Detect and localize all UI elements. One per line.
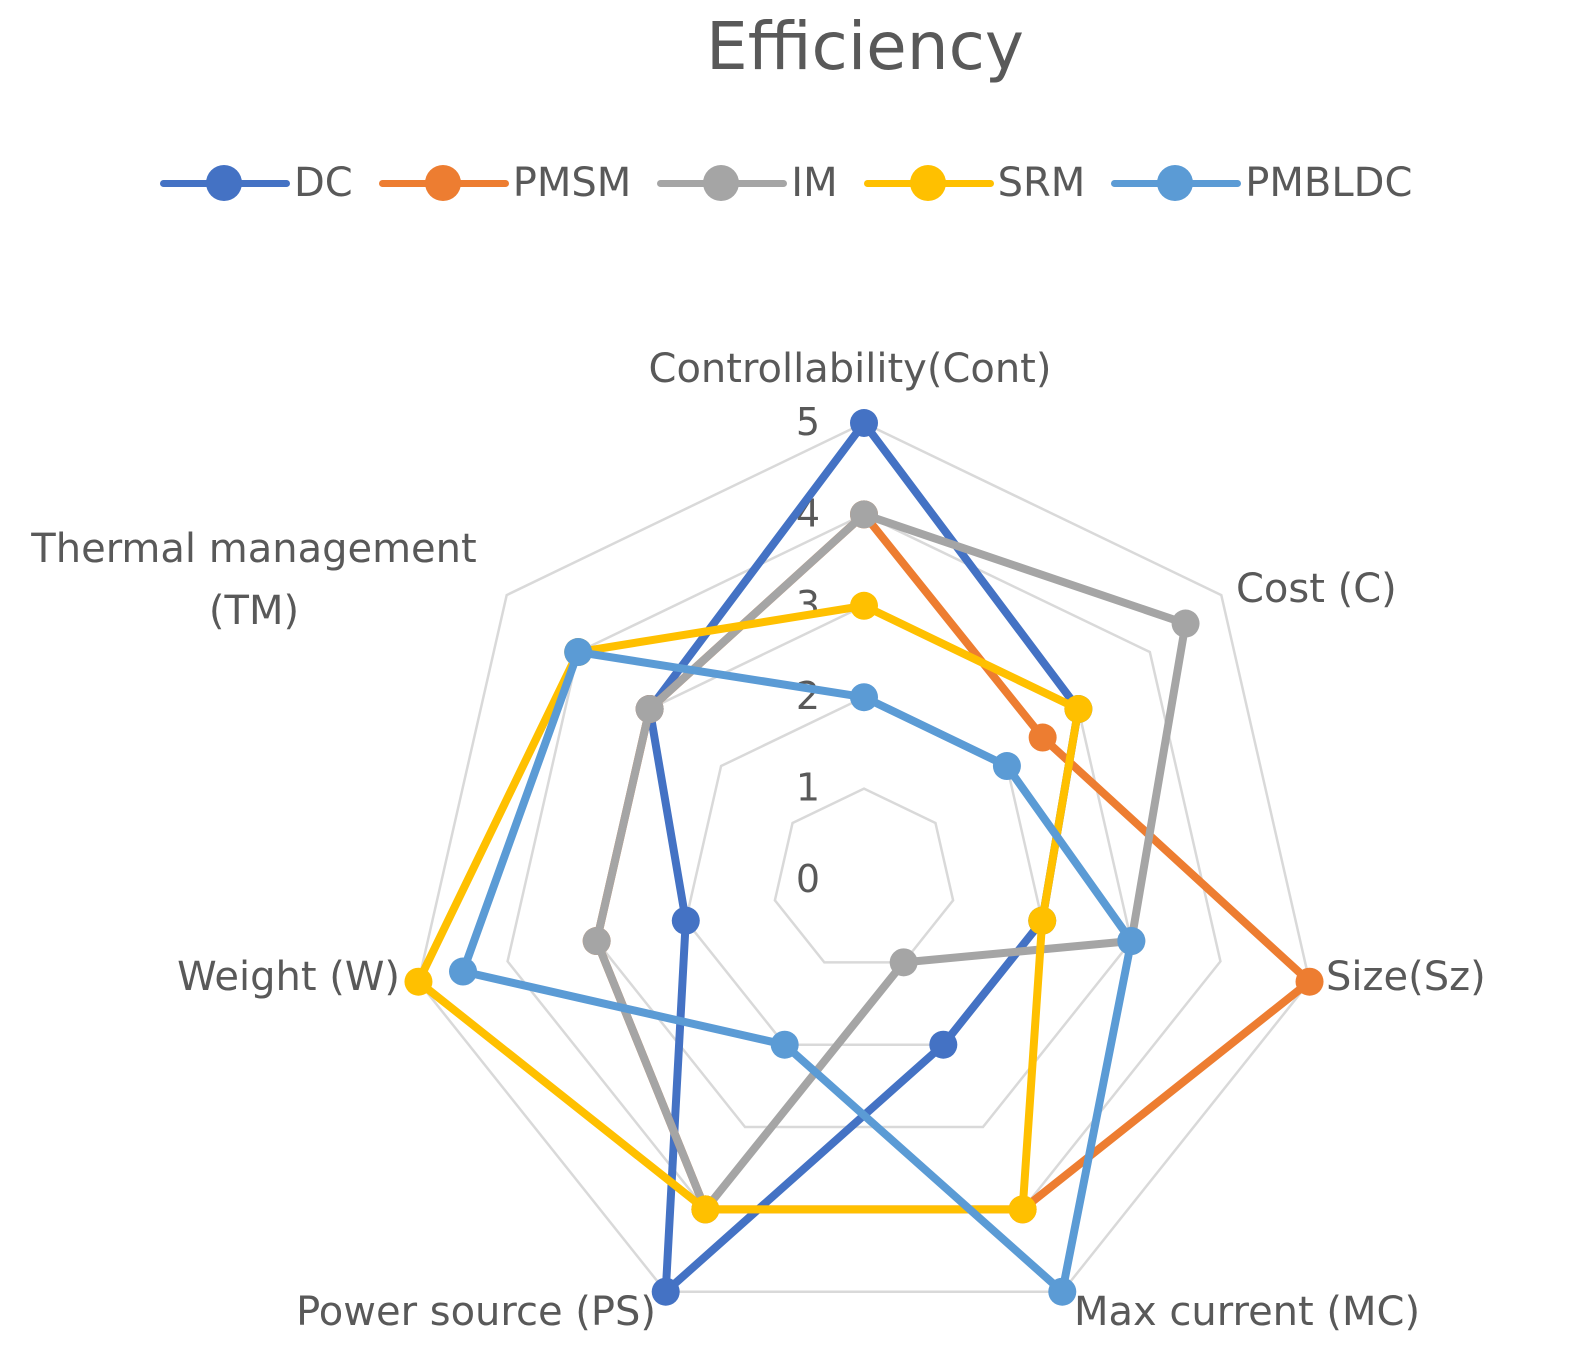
axis-label-6-line-0: Thermal management: [30, 526, 476, 572]
legend-label-srm: SRM: [997, 160, 1086, 206]
series-line-pmbldc: [459, 648, 1136, 1296]
legend-label-dc: DC: [294, 160, 353, 206]
axis-label-1: Cost (C): [1236, 566, 1397, 612]
axis-label-3: Max current (MC): [1074, 1289, 1420, 1335]
series-pmsm: [582, 500, 1324, 1224]
axis-label-layer: Controllability(Cont) Cost (C) Size(Sz) Max…: [30, 346, 1485, 1335]
series-line-srm: [414, 601, 1083, 1214]
point-pmbldc-4[interactable]: [770, 1030, 799, 1059]
chart-title: Efficiency: [706, 8, 1024, 85]
legend-label-pmsm: PMSM: [512, 160, 632, 206]
axis-label-5: Weight (W): [177, 954, 400, 1000]
point-pmsm-1[interactable]: [1028, 723, 1057, 752]
point-srm-5[interactable]: [404, 967, 433, 996]
point-srm-1[interactable]: [1064, 695, 1093, 724]
series-line-dc: [645, 419, 1083, 1296]
point-pmbldc-3[interactable]: [1048, 1277, 1077, 1306]
point-dc-3[interactable]: [929, 1030, 958, 1059]
point-im-6[interactable]: [635, 695, 664, 724]
legend-swatch-pmbldc: [1111, 165, 1242, 201]
series-line-pmsm: [592, 510, 1314, 1214]
point-pmsm-2[interactable]: [1295, 967, 1324, 996]
legend-label-pmbldc: PMBLDC: [1245, 160, 1413, 206]
tick-label-0: 0: [796, 857, 820, 901]
legend: DC PMSM IM SRM PMBLDC: [160, 160, 1438, 206]
series-pmbldc: [449, 638, 1146, 1306]
tick-label-1: 1: [796, 766, 820, 810]
point-im-3[interactable]: [889, 948, 918, 977]
point-srm-2[interactable]: [1028, 906, 1057, 935]
point-pmbldc-1[interactable]: [992, 752, 1021, 781]
point-pmbldc-6[interactable]: [564, 638, 593, 667]
axis-label-4: Power source (PS): [296, 1289, 656, 1335]
point-srm-0[interactable]: [850, 591, 878, 620]
legend-item-im[interactable]: IM: [657, 160, 838, 206]
legend-swatch-im: [657, 165, 788, 201]
grid-ring-5: [417, 421, 1311, 1293]
legend-swatch-srm: [863, 165, 994, 201]
grid-ring-1: [773, 787, 955, 964]
point-dc-0[interactable]: [850, 409, 878, 437]
grid-ring-2: [684, 695, 1044, 1046]
point-srm-3[interactable]: [1008, 1195, 1037, 1224]
axis-label-0: Controllability(Cont): [649, 346, 1052, 392]
point-im-1[interactable]: [1171, 609, 1200, 638]
point-dc-5[interactable]: [671, 906, 700, 935]
legend-item-dc[interactable]: DC: [160, 160, 353, 206]
point-pmbldc-5[interactable]: [449, 957, 478, 986]
tick-label-2: 2: [796, 674, 820, 718]
legend-item-pmsm[interactable]: PMSM: [378, 160, 632, 206]
legend-label-im: IM: [791, 160, 838, 206]
point-im-0[interactable]: [850, 500, 878, 529]
legend-swatch-dc: [160, 165, 290, 201]
axis-label-2: Size(Sz): [1326, 954, 1486, 1000]
point-pmbldc-0[interactable]: [850, 683, 878, 712]
series-layer: [404, 409, 1324, 1306]
point-dc-4[interactable]: [651, 1277, 680, 1306]
point-srm-4[interactable]: [691, 1195, 720, 1224]
point-pmbldc-2[interactable]: [1117, 927, 1146, 956]
series-srm: [404, 591, 1093, 1224]
axis-label-6-line-1: (TM): [209, 588, 299, 634]
legend-swatch-pmsm: [378, 165, 509, 201]
legend-item-srm[interactable]: SRM: [863, 160, 1086, 206]
series-line-im: [592, 510, 1190, 1214]
legend-item-pmbldc[interactable]: PMBLDC: [1111, 160, 1412, 206]
tick-label-5: 5: [796, 400, 820, 444]
point-im-5[interactable]: [582, 927, 611, 956]
